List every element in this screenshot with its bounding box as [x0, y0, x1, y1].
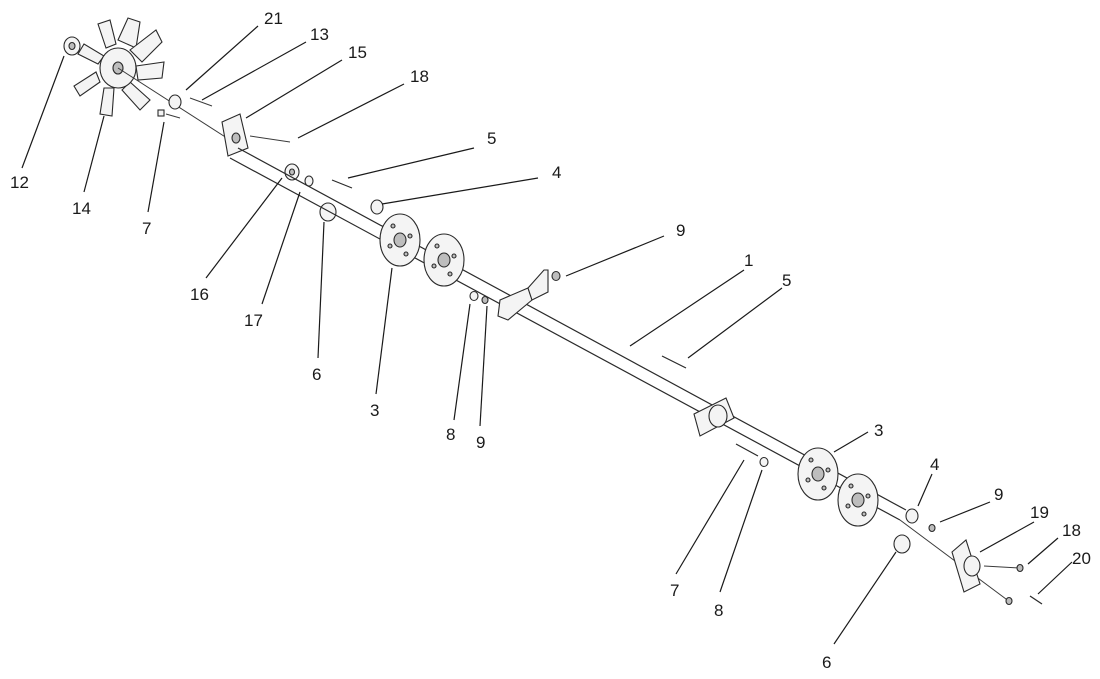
callout-5-center: 5: [782, 271, 791, 290]
callout-15: 15: [348, 43, 367, 62]
callout-7-upper: 7: [142, 219, 151, 238]
parts-8-9-nuts-left: [469, 290, 489, 305]
callout-9-right: 9: [994, 485, 1003, 504]
callout-13: 13: [310, 25, 329, 44]
callout-18-upper: 18: [410, 67, 429, 86]
callout-16: 16: [190, 285, 209, 304]
lower-bolt-washer: [735, 443, 769, 468]
disc-right-second: [837, 473, 879, 527]
callout-19: 19: [1030, 503, 1049, 522]
callout-6-lower: 6: [822, 653, 831, 672]
disc-left-second: [423, 233, 465, 287]
callout-1: 1: [744, 251, 753, 270]
callout-3-left: 3: [370, 401, 379, 420]
callout-4-upper: 4: [552, 163, 561, 182]
fan-assembly: [73, 17, 231, 141]
part-15-end-plate: [221, 113, 291, 157]
part-6-spacer-upper: [319, 202, 337, 222]
part-6-spacer-lower: [893, 534, 911, 554]
center-bearing-plate: [693, 397, 735, 437]
part-19-end-bearing: [951, 539, 1043, 606]
callout-14: 14: [72, 199, 91, 218]
mid-bracket: [497, 269, 561, 321]
callout-12: 12: [10, 173, 29, 192]
callout-7-lower: 7: [670, 581, 679, 600]
callout-8-left: 8: [446, 425, 455, 444]
right-nuts: [905, 508, 936, 533]
callout-3-right: 3: [874, 421, 883, 440]
fan-hardware: [157, 94, 213, 119]
callout-9-mid: 9: [476, 433, 485, 452]
part-3-disc-left: [379, 213, 421, 267]
part-1-shaft: [229, 147, 1011, 603]
callout-9-upper: 9: [676, 221, 685, 240]
upper-bolt-and-nut: [331, 179, 384, 215]
center-bolt: [661, 355, 687, 369]
callout-18-lower: 18: [1062, 521, 1081, 540]
callout-21: 21: [264, 9, 283, 28]
callout-20: 20: [1072, 549, 1091, 568]
callout-17: 17: [244, 311, 263, 330]
callout-labels: 21 13 15 18 12 14 7 5 4 9 16 17 6 3 8 9 …: [10, 9, 1091, 672]
part-3-disc-right: [797, 447, 839, 501]
callout-5-upper: 5: [487, 129, 496, 148]
leader-lines: [21, 25, 1073, 645]
callout-6-upper: 6: [312, 365, 321, 384]
parts-16-17-washers: [284, 163, 314, 187]
callout-8-lower: 8: [714, 601, 723, 620]
part-12-cap: [63, 36, 81, 56]
callout-4-right: 4: [930, 455, 939, 474]
